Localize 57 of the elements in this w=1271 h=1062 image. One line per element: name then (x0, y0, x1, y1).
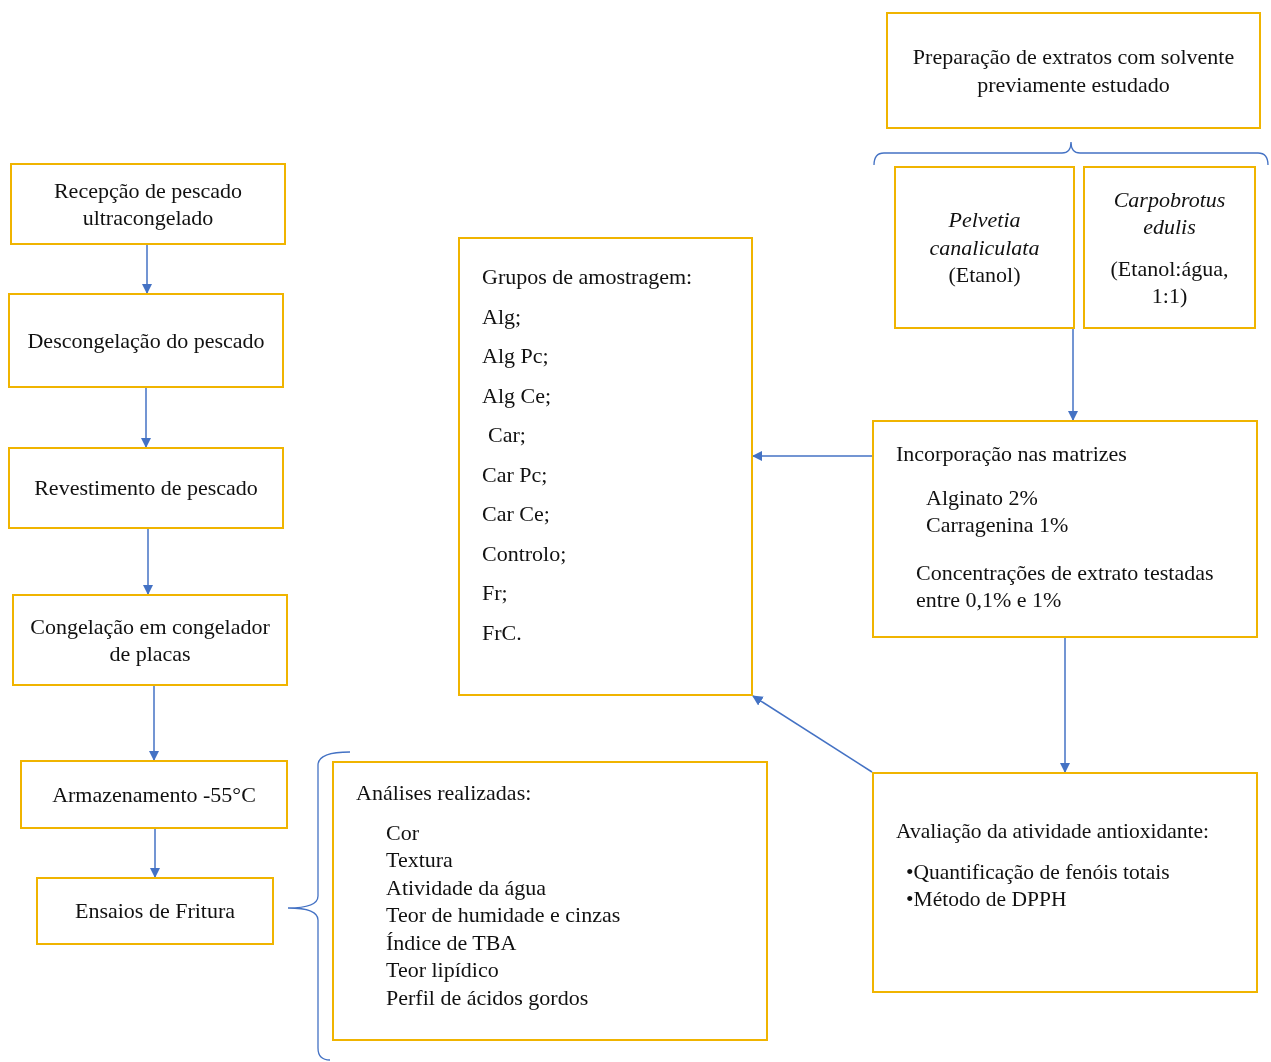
arrow (148, 685, 160, 762)
process-box (8, 293, 284, 388)
box-text: Incorporação nas matrizes (896, 440, 1127, 468)
box-text: Congelação em congelador de placas (29, 612, 271, 668)
arrow (1059, 637, 1071, 774)
process-box (10, 163, 286, 245)
arrow (1067, 328, 1079, 422)
process-box (20, 760, 288, 829)
box-text: •Método de DPPH (906, 885, 1067, 913)
box-text: Teor de humidade e cinzas (386, 901, 621, 929)
arrow (141, 244, 153, 295)
process-box (1083, 166, 1256, 329)
arrow (149, 828, 161, 879)
box-text: Atividade da água (386, 873, 547, 901)
box-text: Alg Ce; (482, 381, 552, 409)
box-text: (Etanol:água, 1:1) (1109, 254, 1230, 310)
box-text: Preparação de extratos com solvente previamente estudado (911, 43, 1236, 98)
box-text: Ensaios de Fritura (74, 897, 236, 925)
arrow (140, 387, 152, 449)
process-box (36, 877, 274, 945)
box-text: Recepção de pescado ultracongelado (52, 176, 244, 232)
box-text: Descongelação do pescado (27, 326, 265, 355)
box-text: Controlo; (482, 539, 567, 567)
box-text: Índice de TBA (386, 928, 517, 956)
box-text: Fr; (482, 579, 508, 607)
box-text: •Quantificação de fenóis totais (906, 858, 1170, 886)
process-box (12, 594, 288, 686)
box-text: Avaliação da atividade antioxidante: (896, 818, 1209, 845)
box-text: Cor (386, 818, 419, 846)
box-text: Alg; (482, 302, 522, 330)
process-box (872, 420, 1258, 638)
box-text: Carragenina 1% (926, 511, 1069, 539)
box-text: Concentrações de extrato testadas entre 0,1% e 1% (916, 558, 1215, 614)
arrow (752, 695, 873, 773)
box-text: Grupos de amostragem: (482, 263, 693, 291)
box-text: Armazenamento -55°C (52, 780, 256, 809)
box-text: Perfil de ácidos gordos (386, 983, 589, 1011)
box-text: Car Ce; (482, 500, 550, 528)
box-text: Car Pc; (482, 460, 548, 488)
box-text: Teor lipídico (386, 956, 499, 984)
arrow (142, 528, 154, 596)
box-text: Car; (488, 421, 526, 449)
box-text: Carpobrotus edulis (1112, 185, 1227, 241)
box-text: Pelvetia canaliculata (928, 206, 1041, 262)
box-text: (Etanol) (948, 261, 1021, 289)
box-text: Alginato 2% (926, 483, 1038, 511)
process-box (872, 772, 1258, 993)
box-text: Alg Pc; (482, 342, 549, 370)
process-box (8, 447, 284, 529)
process-box (332, 761, 768, 1041)
box-text: Revestimento de pescado (34, 474, 258, 502)
box-text: Textura (386, 846, 453, 874)
process-box (458, 237, 753, 696)
process-box (894, 166, 1075, 329)
box-text: Análises realizadas: (356, 779, 532, 807)
box-text: FrC. (482, 618, 522, 646)
process-box (886, 12, 1261, 129)
